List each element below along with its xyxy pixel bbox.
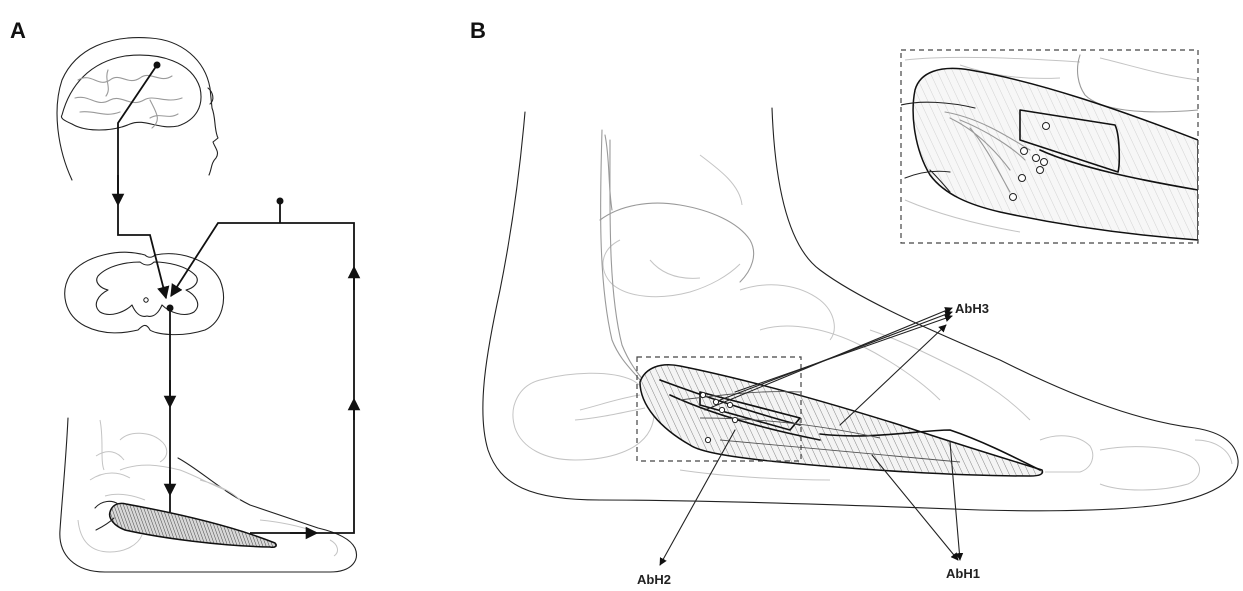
abh1-label: AbH1 (946, 566, 980, 581)
panel-a-letter: A (10, 18, 26, 43)
abh3-label: AbH3 (955, 301, 989, 316)
panel-a: A (10, 18, 356, 572)
spinal-cord-section (65, 252, 224, 334)
foot-a (60, 418, 357, 572)
panel-b-letter: B (470, 18, 486, 43)
abductor-hallucis-b (640, 365, 1043, 476)
abductor-hallucis-a (110, 503, 277, 547)
neural-pathway (118, 65, 354, 533)
panel-b: B (470, 18, 1238, 587)
abh2-label: AbH2 (637, 572, 671, 587)
inset-magnified-view (901, 50, 1198, 243)
head-with-brain (57, 38, 218, 180)
afferent-ganglion-dot (277, 198, 284, 205)
